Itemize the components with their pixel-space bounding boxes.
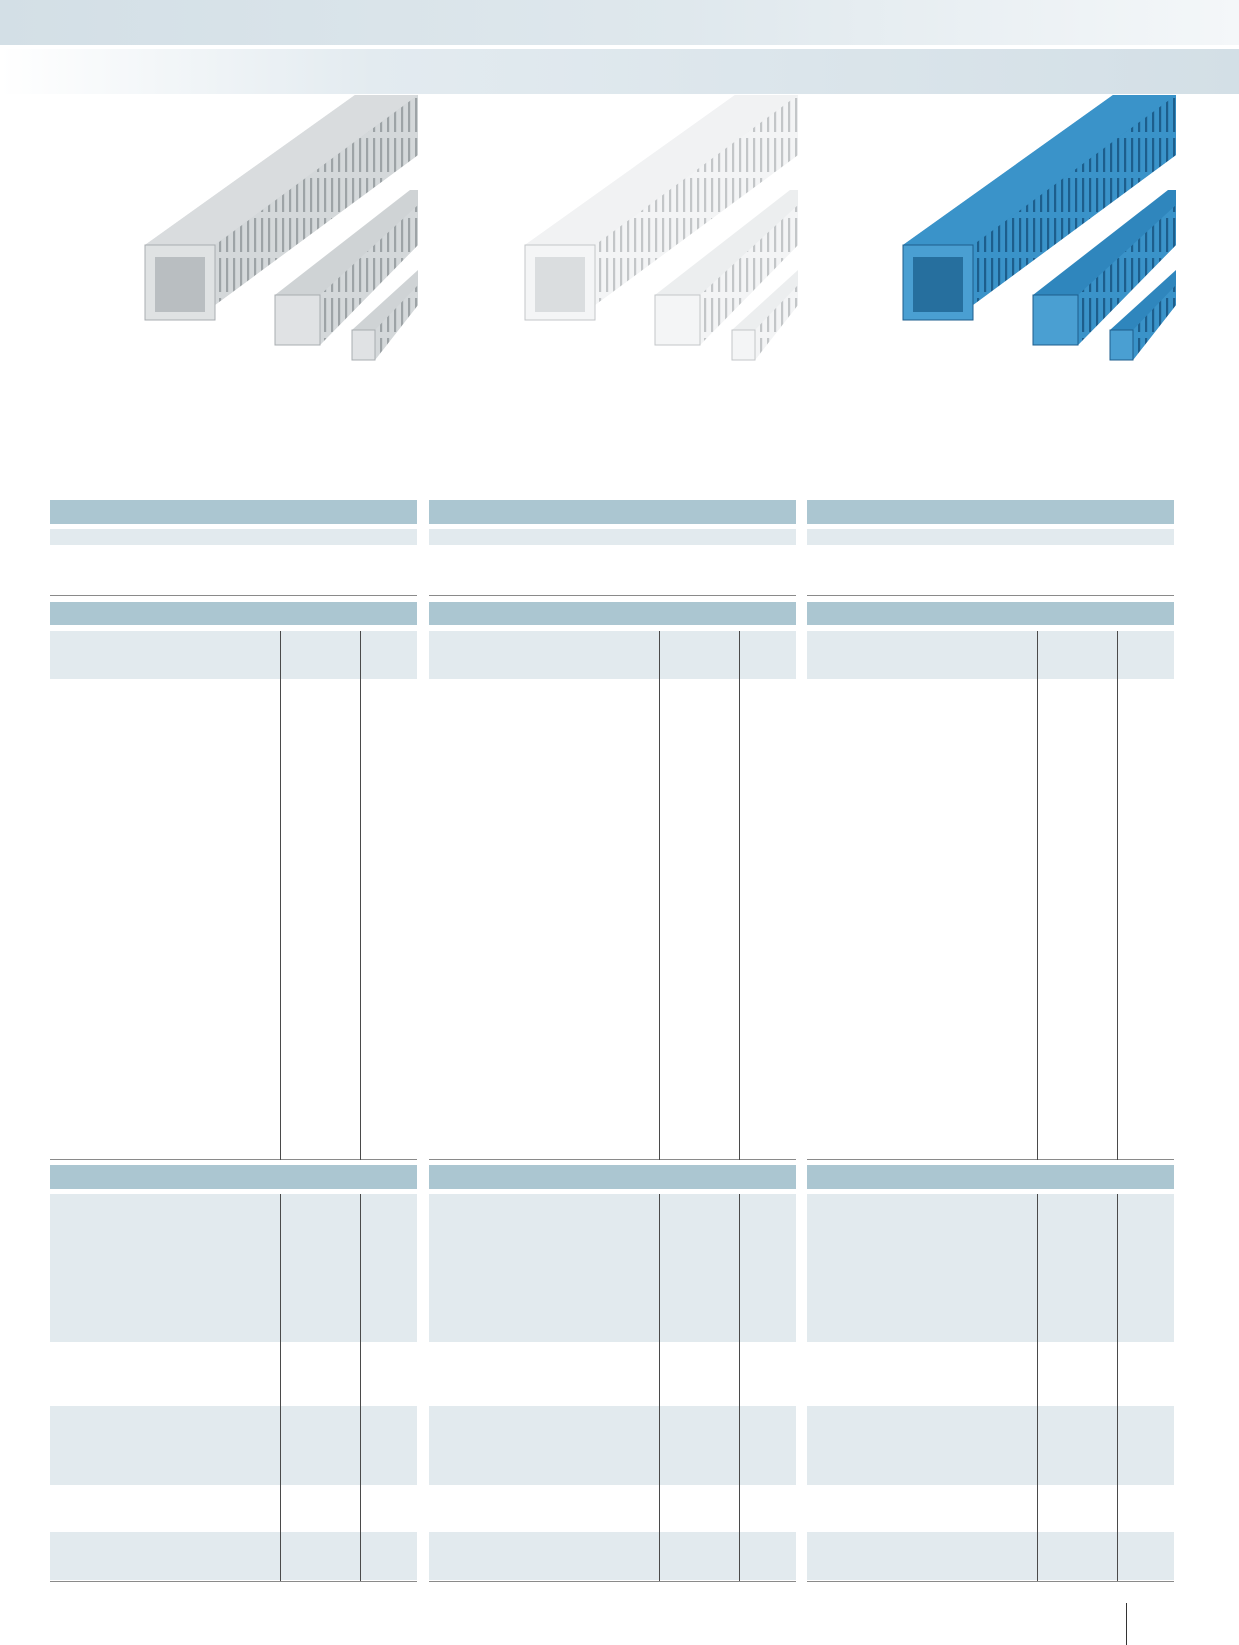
column-divider (659, 631, 660, 1160)
table-row (50, 1532, 417, 1580)
column-divider (1037, 631, 1038, 1160)
column-header-bar (429, 500, 796, 524)
column-divider (659, 1194, 660, 1581)
table-header-row (807, 631, 1174, 679)
table-row (429, 1532, 796, 1580)
product-table-column-2 (429, 500, 796, 1582)
section-header-bar (50, 1165, 417, 1189)
column-divider (1117, 1194, 1118, 1581)
section-divider (807, 1159, 1174, 1160)
column-divider (739, 631, 740, 1160)
section-header-bar (807, 1165, 1174, 1189)
top-banner-band (0, 0, 1239, 45)
column-divider (360, 1194, 361, 1581)
column-divider (280, 1194, 281, 1581)
table-row (50, 1406, 417, 1485)
section-divider (50, 1159, 417, 1160)
table-header-row (429, 631, 796, 679)
section-header-bar (50, 602, 417, 625)
column-divider (280, 631, 281, 1160)
subheader-row (50, 529, 417, 545)
section-header-bar (429, 1165, 796, 1189)
table-bottom-rule (429, 1581, 796, 1582)
table-bottom-rule (50, 1581, 417, 1582)
blue-cable-duct-image (902, 95, 1176, 361)
table-row (807, 1532, 1174, 1580)
product-table-column-3 (807, 500, 1174, 1582)
table-bottom-rule (807, 1581, 1174, 1582)
column-divider (739, 1194, 740, 1581)
column-header-bar (807, 500, 1174, 524)
section-header-bar (429, 602, 796, 625)
table-row (807, 1194, 1174, 1342)
column-header-bar (50, 500, 417, 524)
subheader-row (429, 529, 796, 545)
table-row (807, 1406, 1174, 1485)
sub-banner-band (0, 49, 1239, 94)
table-header-row (50, 631, 417, 679)
section-divider (429, 595, 796, 596)
product-table-column-1 (50, 500, 417, 1582)
section-divider (807, 595, 1174, 596)
page-number-marker (1126, 1603, 1127, 1645)
section-header-bar (807, 602, 1174, 625)
section-divider (50, 595, 417, 596)
section-divider (429, 1159, 796, 1160)
column-divider (1037, 1194, 1038, 1581)
white-cable-duct-image (524, 95, 798, 361)
table-row (429, 1194, 796, 1342)
gray-cable-duct-image (144, 95, 418, 361)
column-divider (360, 631, 361, 1160)
table-row (50, 1194, 417, 1342)
subheader-row (807, 529, 1174, 545)
table-row (429, 1406, 796, 1485)
column-divider (1117, 631, 1118, 1160)
